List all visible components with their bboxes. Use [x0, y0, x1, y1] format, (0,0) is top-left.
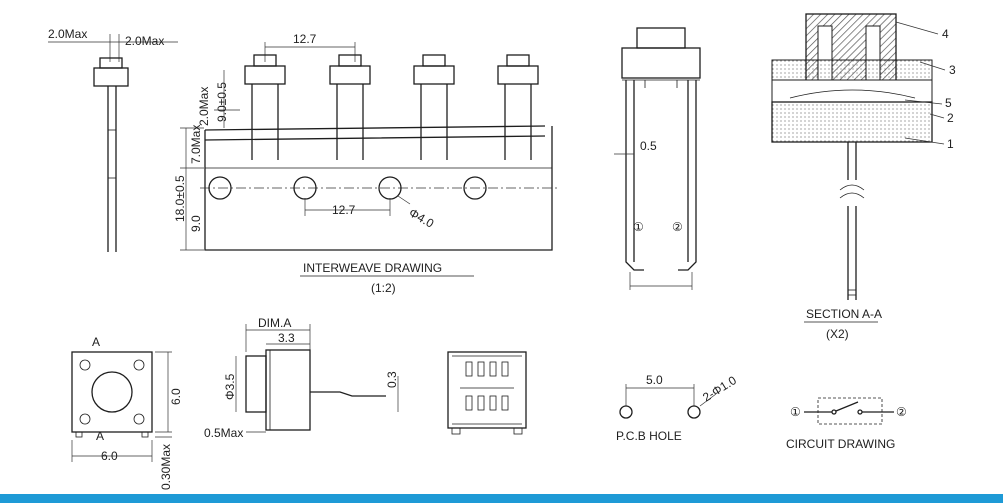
tape-dim-2max: 2.0Max — [197, 87, 211, 126]
dim-05max: 0.5Max — [204, 426, 243, 440]
top-width: 6.0 — [101, 449, 118, 463]
callout-3: 3 — [949, 63, 956, 77]
pcb-spacing: 5.0 — [646, 373, 663, 387]
tape-dim-9: 9.0 — [189, 215, 203, 232]
pcb-holes-spec: 2-Φ1.0 — [700, 373, 739, 405]
callout-5: 5 — [945, 96, 952, 110]
section-title: SECTION A-A — [806, 307, 882, 321]
side-dim-left: 2.0Max — [48, 27, 87, 41]
front-view: 0.5 ① ② — [614, 27, 701, 290]
side-view: 2.0Max 2.0Max — [48, 27, 178, 252]
top-lead-max: 0.30Max — [159, 444, 173, 490]
dia-35: Φ3.5 — [223, 373, 237, 400]
section-mark-bottom: A — [96, 429, 104, 443]
dim-a-label: DIM.A — [258, 316, 291, 330]
tape-caption: INTERWEAVE DRAWING — [303, 261, 442, 275]
circuit-pin2: ② — [896, 405, 907, 419]
section-mark-top: A — [92, 335, 100, 349]
pcb-hole-layout: 5.0 2-Φ1.0 P.C.B HOLE — [616, 373, 739, 443]
top-height: 6.0 — [169, 388, 183, 405]
callout-2: 2 — [947, 111, 954, 125]
section-scale: (X2) — [826, 327, 849, 341]
side-dimension-view: DIM.A 3.3 Φ3.5 0.3 0.5Max — [204, 316, 399, 440]
tape-hole-dia: Φ4.0 — [407, 205, 437, 230]
dim-03: 0.3 — [385, 371, 399, 388]
callout-1: 1 — [947, 137, 954, 151]
switch-on-tape — [497, 54, 539, 160]
pcb-hole — [619, 405, 633, 419]
tape-dim-18-05: 18.0±0.5 — [173, 175, 187, 222]
circuit-drawing: ① ② CIRCUIT DRAWING — [786, 397, 907, 451]
front-dim-lead: 0.5 — [640, 139, 657, 153]
side-dim-right: 2.0Max — [125, 34, 164, 48]
tape-scale: (1:2) — [371, 281, 396, 295]
pcb-caption: P.C.B HOLE — [616, 429, 682, 443]
switch-on-tape — [244, 54, 286, 160]
tape-pitch-bottom: 12.7 — [332, 203, 356, 217]
front-pin1: ① — [633, 220, 644, 234]
switch-on-tape — [413, 54, 455, 160]
top-view: A A 6.0 6.0 0.30Max — [71, 335, 183, 490]
bottom-view — [447, 351, 527, 435]
section-a-a: 4 3 5 2 1 SECTION A-A (X2) — [771, 13, 956, 341]
dim-33: 3.3 — [278, 331, 295, 345]
switch-on-tape — [329, 54, 371, 160]
circuit-caption: CIRCUIT DRAWING — [786, 437, 895, 451]
circuit-pin1: ① — [790, 405, 801, 419]
tape-pitch-top: 12.7 — [293, 32, 317, 46]
tape-dim-7max: 7.0Max — [189, 125, 203, 164]
tape-dim-9-05: 9.0±0.5 — [215, 82, 229, 122]
front-pin2: ② — [672, 220, 683, 234]
interweave-tape: 12.7 12.7 Φ4.0 2. — [173, 32, 560, 295]
pcb-hole — [687, 405, 701, 419]
accent-bar — [0, 494, 1003, 503]
callout-4: 4 — [942, 27, 949, 41]
